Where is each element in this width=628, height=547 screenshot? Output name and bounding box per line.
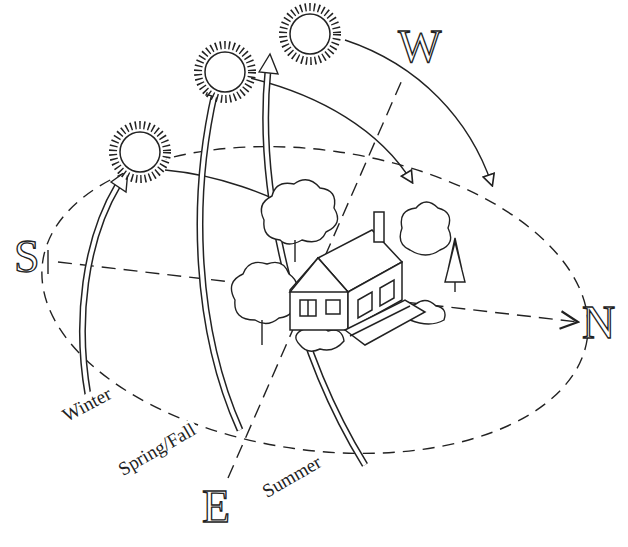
compass-west: W bbox=[398, 24, 441, 70]
south-tick bbox=[47, 250, 48, 274]
compass-south: S bbox=[14, 234, 40, 280]
house bbox=[290, 212, 425, 345]
sun-winter bbox=[113, 125, 167, 179]
trees bbox=[231, 180, 465, 351]
season-label: Summer bbox=[257, 451, 326, 502]
sun-spring-fall bbox=[198, 45, 252, 99]
season-label: Spring/Fall bbox=[113, 419, 200, 480]
horizon-ellipse bbox=[22, 113, 608, 487]
compass-east: E bbox=[202, 484, 230, 530]
compass-north: N bbox=[582, 300, 615, 346]
sun-summer bbox=[283, 7, 337, 61]
sun-arc-spring-fall bbox=[200, 76, 412, 430]
sun-arc-summer bbox=[259, 40, 492, 465]
